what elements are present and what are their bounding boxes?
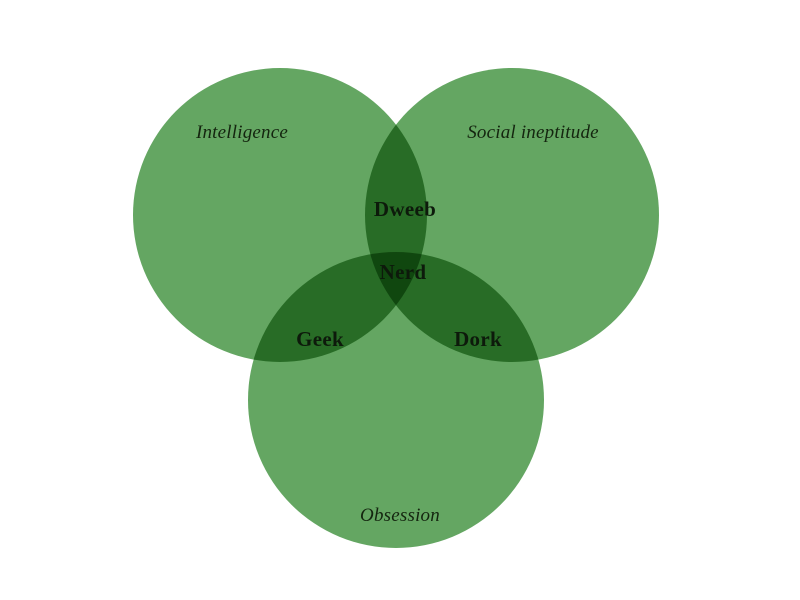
set-label-social-ineptitude: Social ineptitude — [467, 122, 599, 143]
venn-circles-group — [133, 68, 659, 548]
intersection-label-dork: Dork — [454, 327, 502, 351]
intersection-label-dweeb: Dweeb — [374, 197, 436, 221]
set-label-intelligence: Intelligence — [195, 122, 288, 143]
intersection-label-geek: Geek — [296, 327, 344, 351]
venn-circle-obsession[interactable] — [248, 252, 544, 548]
intersection-label-nerd: Nerd — [380, 260, 427, 284]
set-label-obsession: Obsession — [360, 505, 440, 526]
intersection-labels-group: Dweeb Nerd Geek Dork — [296, 197, 502, 351]
set-labels-group: Intelligence Social ineptitude Obsession — [195, 122, 599, 526]
